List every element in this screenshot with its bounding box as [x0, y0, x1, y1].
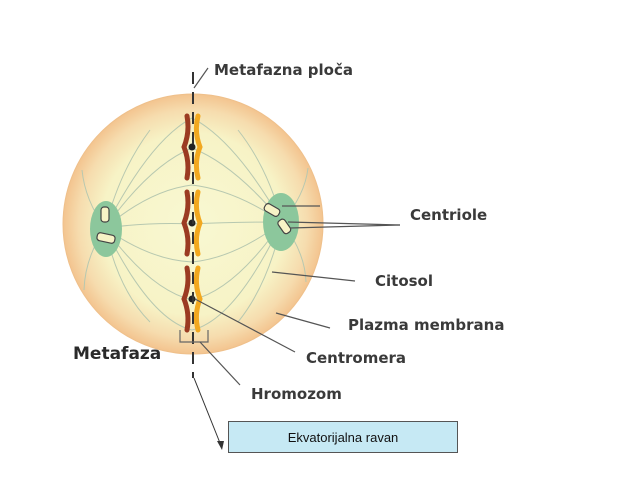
label-plasma-membrane: Plazma membrana: [348, 316, 505, 334]
chromosome-bracket: [179, 330, 209, 343]
label-centromere: Centromera: [306, 349, 407, 367]
centrioles-right: [263, 203, 292, 235]
caption-text: Ekvatorijalna ravan: [287, 429, 399, 445]
label-cytosol: Citosol: [375, 272, 434, 290]
equator-arrow-head: [217, 441, 224, 450]
chromosome-1: [181, 113, 203, 181]
chromosome-2: [181, 189, 203, 257]
centrioles-left: [96, 206, 116, 244]
label-chromosome: Hromozom: [251, 385, 342, 403]
chromosome-3: [181, 265, 203, 333]
caption-box: Ekvatorijalna ravan: [228, 421, 458, 453]
leader-lines: [193, 67, 401, 386]
label-metaphase-plate: Metafazna ploča: [214, 61, 353, 79]
chromosome-stack: [181, 113, 203, 333]
stage-title: Metafaza: [73, 344, 162, 364]
equator-arrow-line: [193, 377, 223, 449]
label-centrioles: Centriole: [410, 206, 488, 224]
